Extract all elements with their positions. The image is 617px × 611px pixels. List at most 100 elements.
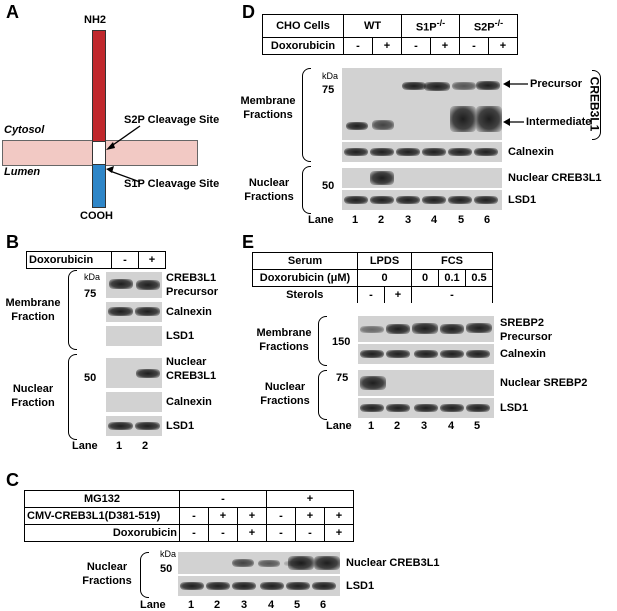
c-nuclear-brace (140, 552, 149, 598)
b-label-precursor: CREB3L1 Precursor (166, 271, 232, 299)
b-marker-75: 75 (84, 288, 97, 300)
b-kda: kDa (84, 272, 101, 282)
d-band (422, 196, 446, 204)
b-blot-precursor (106, 272, 162, 298)
e-label-precursor: SREBP2 Precursor (500, 316, 562, 344)
c-band (232, 582, 256, 590)
d-band (344, 196, 368, 204)
e-lane-label: Lane (326, 420, 352, 432)
d-blot-nuclear (342, 168, 502, 188)
d-band (450, 106, 476, 132)
b-membrane-brace (68, 270, 77, 350)
d-blot-lsd1 (342, 190, 502, 210)
e-label-nuclear: Nuclear SREBP2 (500, 377, 588, 389)
c-blot-lsd1 (178, 576, 340, 596)
e-band (412, 323, 438, 334)
b-band (136, 280, 160, 290)
b-band (136, 369, 160, 378)
e-band (466, 323, 492, 333)
d-lane-1: 1 (352, 214, 359, 226)
d-band (396, 196, 420, 204)
d-wt-label: WT (343, 14, 402, 38)
b-blot-lsd1-2 (106, 416, 162, 436)
d-band (476, 106, 502, 132)
d-marker-75: 75 (322, 84, 335, 96)
e-membrane-label: Membrane Fractions (252, 326, 316, 354)
panel-c-header: MG132 - + CMV-CREB3L1(D381-519) - + + - … (24, 490, 354, 542)
d-s2p-sup: -/- (494, 18, 504, 29)
e-dox-label: Doxorubicin (μM) (252, 269, 358, 287)
panel-d-header: CHO Cells WT S1P-/- S2P-/- Doxorubicin -… (262, 14, 518, 55)
e-dose-2: 0 (411, 269, 439, 287)
d-band (344, 148, 368, 156)
b-label-nuclear: Nuclear CREB3L1 (166, 355, 226, 383)
e-band (440, 404, 464, 412)
b-membrane-label: Membrane Fraction (0, 296, 66, 324)
d-band (346, 122, 368, 130)
e-marker-75: 75 (336, 372, 349, 384)
b-label-lsd1-2: LSD1 (166, 420, 195, 432)
e-sterol-sign-3: - (411, 286, 493, 303)
c-dox-sign: - (266, 524, 296, 542)
d-marker-50: 50 (322, 180, 335, 192)
c-band (286, 582, 310, 590)
d-band (448, 196, 472, 204)
c-lane-2: 2 (214, 599, 221, 611)
c-band (180, 582, 204, 590)
d-blot-calnexin (342, 142, 502, 162)
d-intermediate-label: Intermediate (526, 116, 592, 128)
e-band (466, 404, 490, 412)
b-nuclear-brace (68, 354, 77, 440)
c-kda: kDa (160, 549, 177, 559)
e-band (386, 350, 410, 358)
e-lane-1: 1 (368, 420, 375, 432)
d-membrane-brace (302, 68, 311, 162)
d-band (448, 148, 472, 156)
d-lane-2: 2 (378, 214, 385, 226)
d-band (452, 82, 476, 90)
e-blot-calnexin (358, 344, 494, 364)
e-lane-4: 4 (448, 420, 455, 432)
c-band (260, 582, 284, 590)
d-kda: kDa (322, 71, 339, 81)
c-nuclear-text: Nuclear Fractions (82, 561, 132, 587)
c-nuclear-label: Nuclear Fractions (76, 560, 138, 588)
d-lane-label: Lane (308, 214, 334, 226)
c-lane-3: 3 (241, 599, 248, 611)
d-band (372, 120, 394, 130)
b-nuclear-label: Nuclear Fraction (2, 382, 64, 410)
c-lane-6: 6 (320, 599, 327, 611)
d-band (370, 171, 394, 185)
d-nuclear-brace (302, 166, 311, 214)
c-lane-5: 5 (294, 599, 301, 611)
b-dox-sign-2: + (138, 251, 166, 269)
s1p-site-label: S1P Cleavage Site (124, 178, 220, 190)
cytosol-label: Cytosol (4, 124, 45, 136)
panel-d-label: D (242, 2, 255, 22)
e-dose-1: 0 (357, 269, 412, 287)
d-membrane-text: Membrane Fractions (240, 95, 296, 121)
e-label-calnexin: Calnexin (500, 348, 546, 360)
d-membrane-label: Membrane Fractions (236, 94, 300, 122)
c-band (288, 556, 314, 570)
d-s1p-text: S1P (415, 21, 437, 34)
e-lane-2: 2 (394, 420, 401, 432)
d-s1p-sup: -/- (436, 18, 446, 29)
b-lane-2: 2 (142, 440, 149, 452)
e-band (414, 350, 438, 358)
d-precursor-label: Precursor (530, 78, 582, 90)
c-marker-50: 50 (160, 563, 173, 575)
e-band (360, 326, 384, 333)
e-nuclear-brace (318, 370, 327, 420)
e-band (360, 404, 384, 412)
c-blot-nuclear (178, 552, 340, 574)
c-band (206, 582, 230, 590)
d-lane-5: 5 (458, 214, 465, 226)
e-band (360, 350, 384, 358)
c-band (258, 560, 280, 567)
d-lane-6: 6 (484, 214, 491, 226)
cterm-domain (92, 164, 106, 208)
e-nuclear-text: Nuclear Fractions (260, 381, 310, 407)
c-label-lsd1: LSD1 (346, 580, 375, 592)
